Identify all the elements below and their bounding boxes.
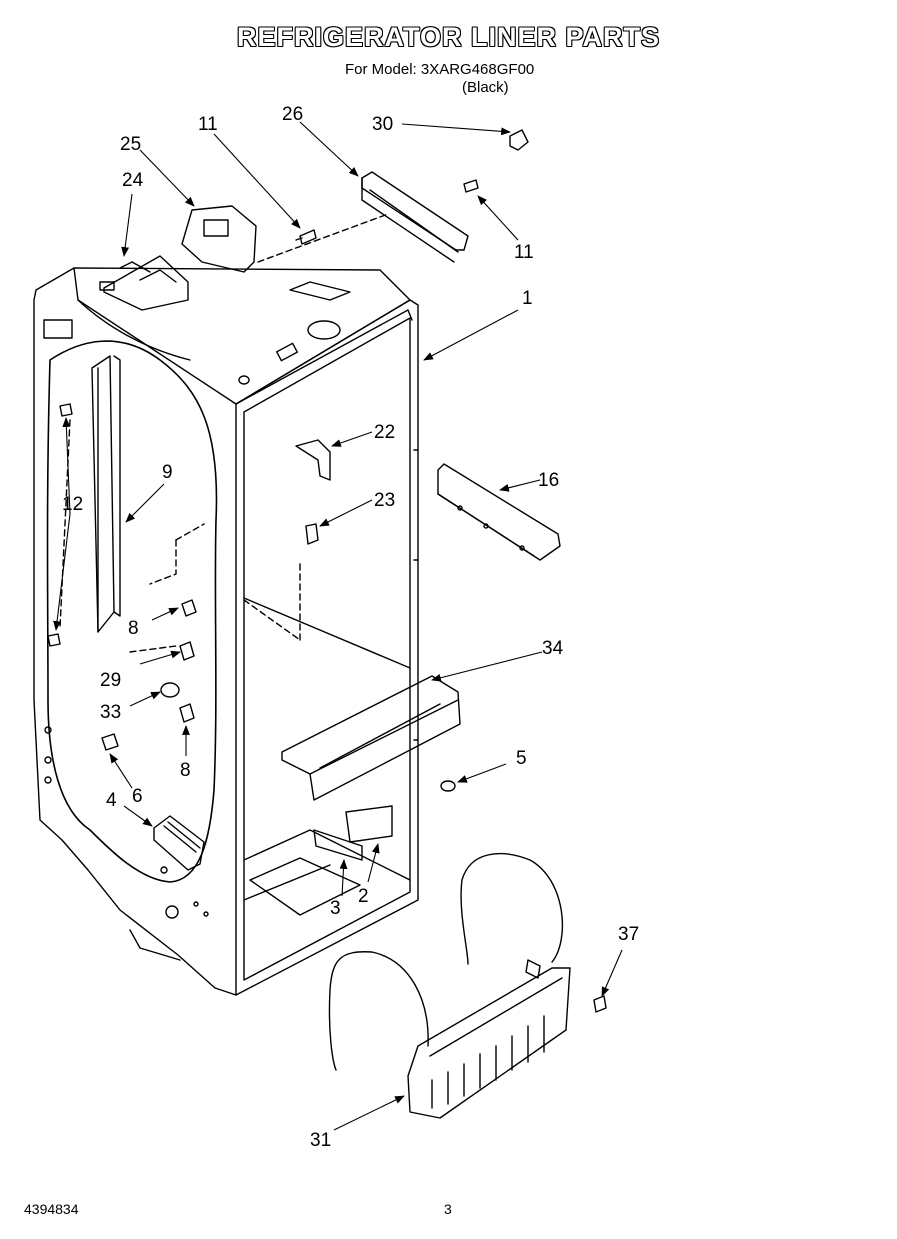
part-12-screw-a xyxy=(59,403,73,417)
part-number: 4394834 xyxy=(24,1201,79,1217)
part-4-vent xyxy=(153,815,205,871)
part-31-evaporator xyxy=(328,853,607,1119)
callout-2: 2 xyxy=(358,886,369,907)
part-3-plate xyxy=(313,829,363,861)
callout-34: 34 xyxy=(542,638,564,659)
callout-8-upper: 8 xyxy=(128,618,139,639)
callout-30: 30 xyxy=(372,114,393,135)
color-variant: (Black) xyxy=(462,79,509,96)
part-11-screw-b xyxy=(463,179,479,193)
part-30-clip xyxy=(509,129,529,151)
part-23-screw xyxy=(305,523,319,545)
callout-22: 22 xyxy=(374,422,395,443)
part-24-control-housing xyxy=(99,255,189,311)
model-line: For Model: 3XARG468GF00 xyxy=(345,61,535,78)
part-6-fitting xyxy=(101,733,119,751)
callout-24: 24 xyxy=(122,170,144,191)
callout-11-top: 11 xyxy=(198,114,218,135)
callout-8-lower: 8 xyxy=(180,760,191,781)
part-26-rail xyxy=(361,171,469,263)
callout-11-right: 11 xyxy=(514,242,534,263)
callout-16: 16 xyxy=(538,470,559,491)
callout-1: 1 xyxy=(522,288,533,309)
callout-5: 5 xyxy=(516,748,527,769)
callout-12: 12 xyxy=(62,494,83,515)
callout-9: 9 xyxy=(162,462,173,483)
part-33-bulb xyxy=(160,682,180,698)
part-2-plate xyxy=(345,805,393,843)
part-9-channel xyxy=(91,355,121,633)
part-25-bracket xyxy=(181,205,257,273)
callout-31: 31 xyxy=(310,1130,331,1151)
callout-23: 23 xyxy=(374,490,395,511)
callout-26: 26 xyxy=(282,104,303,125)
callout-6: 6 xyxy=(132,786,143,807)
callout-37: 37 xyxy=(618,924,639,945)
part-29-socket xyxy=(179,641,195,661)
page-title: REFRIGERATOR LINER PARTS xyxy=(236,22,660,52)
callout-3: 3 xyxy=(330,898,341,919)
callout-29: 29 xyxy=(100,670,121,691)
part-12-screw-b xyxy=(47,633,61,647)
part-16-shelf-support xyxy=(437,463,561,561)
callout-25: 25 xyxy=(120,134,141,155)
part-5-nut xyxy=(440,780,456,792)
part-34-rail xyxy=(281,675,461,801)
part-8-fitting-b xyxy=(179,703,195,723)
callout-33: 33 xyxy=(100,702,121,723)
part-11-screw-a xyxy=(295,229,317,245)
part-22-bracket xyxy=(295,439,331,481)
callout-4: 4 xyxy=(106,790,117,811)
part-8-fitting-a xyxy=(181,599,197,617)
callout-labels: 25 24 11 26 30 11 1 22 16 23 9 12 8 29 3… xyxy=(62,104,639,1151)
page-number: 3 xyxy=(444,1201,452,1217)
